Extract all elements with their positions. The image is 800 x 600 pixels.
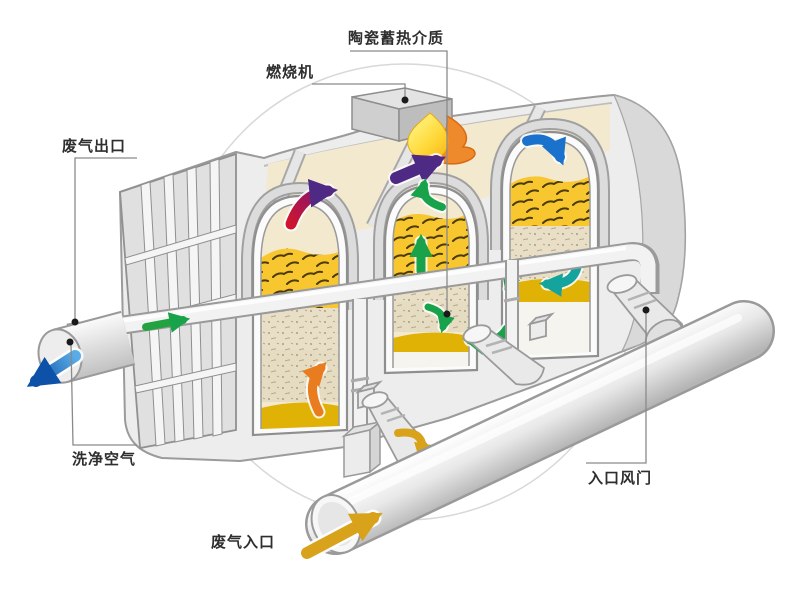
- leader-lines: [70, 50, 647, 464]
- damper-1: [355, 380, 430, 464]
- label-waste-gas-inlet: 废气入口: [211, 534, 276, 551]
- flow-arrow-chamber2-top: [410, 177, 446, 211]
- riser-pipe-2: [503, 260, 521, 352]
- leader-exhaust-outlet: [74, 157, 137, 320]
- flow-arrow-chamber2-bottom-small: [424, 303, 455, 334]
- leader-ceramic-media: [350, 50, 448, 312]
- dot-inlet-damper: [642, 306, 650, 314]
- outlet-manifold-pipe: [66, 242, 660, 343]
- label-inlet-damper: 入口风门: [588, 470, 653, 487]
- flow-arrow-waste-inlet: [301, 512, 383, 559]
- flow-arrow-chamber3-intake: [522, 134, 566, 166]
- chamber-1: [251, 194, 349, 437]
- dot-ceramic-media: [443, 310, 451, 318]
- junction-box: [341, 420, 381, 478]
- flow-arrows: [283, 132, 585, 419]
- label-burner: 燃烧机: [266, 64, 315, 81]
- label-ceramic-media: 陶瓷蓄热介质: [348, 30, 445, 47]
- label-clean-air: 洗净空气: [72, 451, 137, 468]
- flow-arrow-manifold: [142, 312, 191, 333]
- label-exhaust-outlet: 废气出口: [62, 138, 127, 155]
- leader-clean-air: [70, 343, 137, 446]
- inlet-arrow-group: [298, 509, 383, 562]
- flame-icon: [407, 112, 476, 165]
- damper-2: [462, 312, 555, 386]
- riser-pipe-1: [350, 299, 370, 438]
- leader-burner: [312, 83, 406, 97]
- chamber-3: [500, 130, 600, 362]
- leader-dots: [66, 96, 650, 346]
- flow-arrow-chamber1-rising: [285, 178, 338, 230]
- dot-exhaust-outlet: [71, 318, 79, 326]
- flow-arrow-clean-air: [26, 350, 81, 387]
- flow-arrow-chamber1-bottom: [302, 362, 327, 417]
- dot-clean-air: [66, 338, 74, 346]
- leader-inlet-damper: [586, 312, 647, 464]
- dot-burner: [401, 96, 409, 104]
- flow-arrow-combustion-zone: [390, 154, 447, 184]
- machine-end-cap: [612, 94, 686, 353]
- outlet-arrow-group: [26, 347, 84, 390]
- grid-panel: [119, 152, 237, 450]
